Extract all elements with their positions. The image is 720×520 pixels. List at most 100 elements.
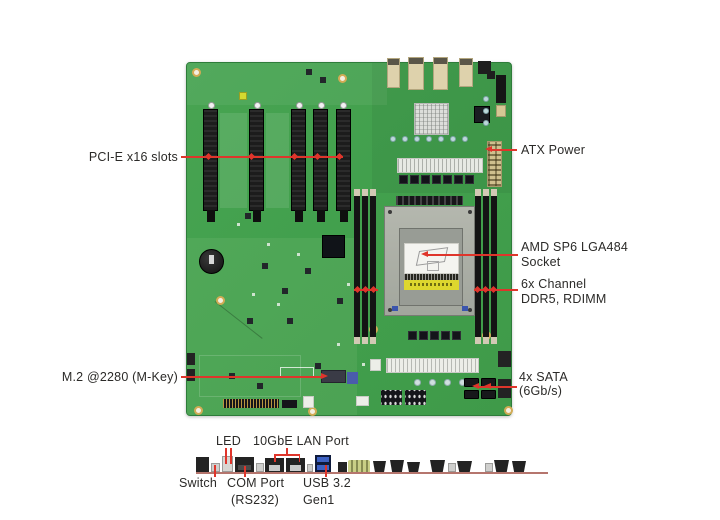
capacitor: [402, 136, 408, 142]
pcie-slot-foot: [207, 210, 215, 222]
solder-pad: [237, 223, 240, 226]
pcb-shade-top-left: [187, 63, 387, 105]
atx12v-connector: [405, 390, 426, 405]
io-baseline: [196, 472, 548, 474]
smd-chip: [287, 318, 293, 324]
solder-pad: [337, 343, 340, 346]
atx-power-connector: [487, 141, 502, 187]
capacitor: [340, 102, 347, 109]
mounting-hole: [192, 68, 201, 77]
capacitor: [254, 102, 261, 109]
dimm-latch: [483, 189, 489, 196]
choke: [421, 175, 430, 184]
smd-chip: [320, 77, 326, 83]
capacitor: [426, 136, 432, 142]
dimm-slot: [475, 189, 481, 344]
dimm-slot: [362, 189, 368, 344]
yellow-component: [239, 92, 247, 100]
usb-port: [317, 465, 329, 470]
edge-connector: [496, 75, 506, 103]
ddr-label-line1: 6x Channel: [521, 277, 587, 291]
rear-port-top-view: [408, 57, 424, 90]
io-connector: [390, 460, 404, 472]
choke: [454, 175, 463, 184]
m2-callout-line: [181, 376, 321, 378]
white-connector: [356, 396, 369, 406]
m2-callout-arrow: [321, 373, 328, 379]
dimm-latch: [370, 189, 376, 196]
capacitor: [438, 136, 444, 142]
atx-callout-arrow: [485, 146, 492, 152]
smd-chip: [245, 213, 251, 219]
socket-label-sketch: [427, 261, 439, 271]
capacitor: [390, 136, 396, 142]
dimm-latch: [475, 337, 481, 344]
atx-callout-line: [491, 149, 517, 151]
pcie-x16-slot: [313, 109, 328, 222]
dimm-latch: [370, 337, 376, 344]
lan-callout-stem: [286, 448, 288, 455]
io-connector: [512, 461, 526, 472]
sata-label-line1: 4x SATA: [519, 370, 568, 384]
io-connector: [430, 460, 445, 472]
capacitor: [429, 379, 436, 386]
edge-connector: [187, 353, 195, 365]
capacitor: [450, 136, 456, 142]
dimm-latch: [491, 189, 497, 196]
led-label: LED: [216, 434, 241, 448]
socket-blue-tab: [392, 306, 398, 311]
heatsink: [414, 103, 449, 135]
solder-pad: [267, 243, 270, 246]
io-connector: [448, 463, 456, 472]
sata-port: [464, 390, 479, 399]
lan-port-1: [265, 458, 284, 472]
lan-port-inner: [290, 465, 301, 471]
socket-screw: [468, 210, 472, 214]
dimm-slot: [370, 189, 376, 344]
atx12v-connector: [381, 390, 402, 405]
usb-label-line1: USB 3.2: [303, 476, 351, 490]
sata-label: 4x SATA(6Gb/s): [519, 370, 568, 398]
pcie-slot-foot: [317, 210, 325, 222]
solder-pad: [252, 293, 255, 296]
choke: [465, 175, 474, 184]
socket-screw: [468, 308, 472, 312]
vrm-heatsink-bar: [397, 158, 483, 173]
usb-label-line2: Gen1: [303, 493, 335, 507]
pcie-x16-slot: [336, 109, 351, 222]
white-connector: [303, 396, 314, 408]
choke: [410, 175, 419, 184]
led-callout-line: [230, 448, 232, 464]
smd-chip: [306, 69, 312, 75]
choke: [432, 175, 441, 184]
io-connector: [307, 464, 313, 472]
pcie-slot-foot: [253, 210, 261, 222]
sata-port: [481, 390, 496, 399]
rear-port-top-view: [387, 58, 400, 88]
capacitor: [414, 379, 421, 386]
dimm-slot: [354, 189, 360, 344]
socket-text-strip: [404, 274, 459, 280]
pin-header: [223, 399, 279, 408]
smd-chip: [305, 268, 311, 274]
socket-screw: [388, 210, 392, 214]
ddr-label-line2: DDR5, RDIMM: [521, 292, 607, 306]
sata-label-line2: (6Gb/s): [519, 384, 563, 398]
edge-connector: [498, 379, 511, 398]
pcb-bare-strip: [220, 113, 247, 208]
pcie-slot-foot: [340, 210, 348, 222]
socket-blue-tab: [462, 306, 468, 311]
usb-callout-line: [325, 465, 327, 477]
capacitor-row: [348, 460, 370, 472]
mounting-hole: [338, 74, 347, 83]
solder-pad: [277, 303, 280, 306]
choke: [443, 175, 452, 184]
lan-port-2: [286, 458, 305, 472]
choke: [441, 331, 450, 340]
pcie-label: PCI-E x16 slots: [88, 150, 178, 164]
com-callout-line: [244, 466, 246, 477]
dimm-latch: [475, 189, 481, 196]
choke: [408, 331, 417, 340]
